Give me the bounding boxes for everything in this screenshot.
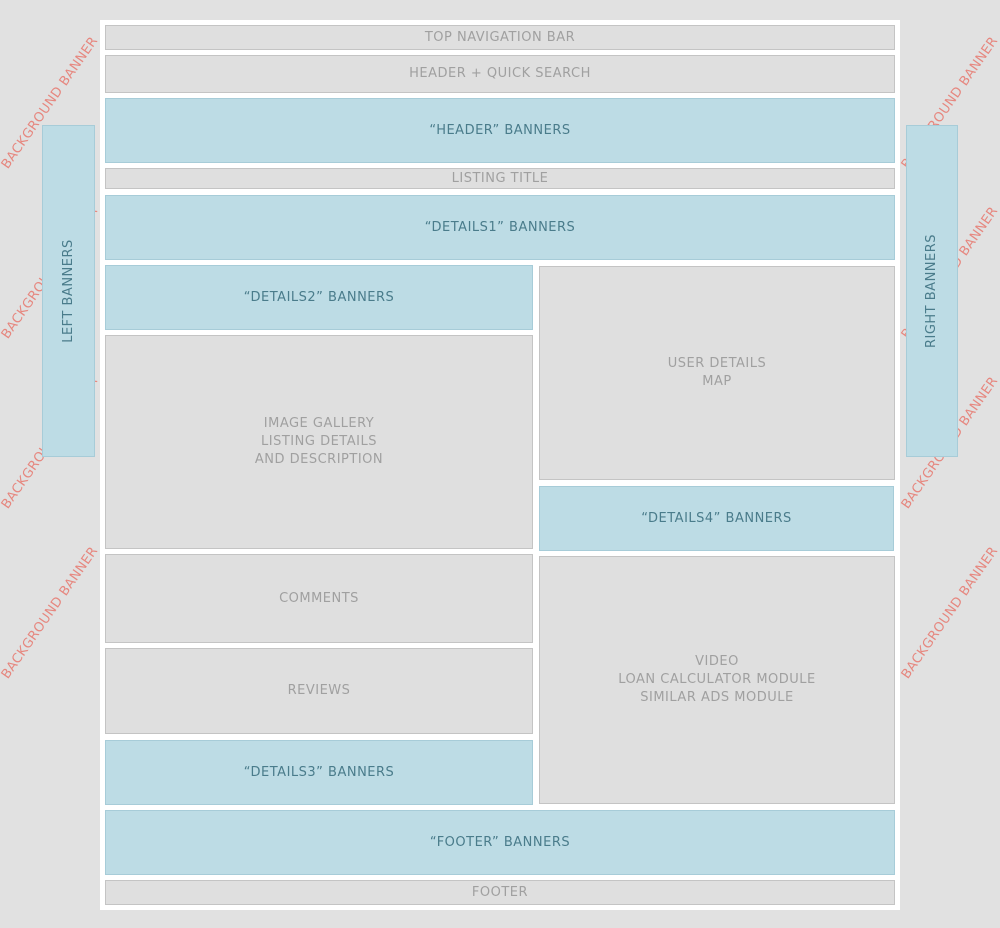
details3-banners-label: “DETAILS3” BANNERS [243,764,395,780]
details4-banners-label: “DETAILS4” BANNERS [641,510,792,526]
right-banners: RIGHT BANNERS [906,125,958,457]
gallery-line: AND DESCRIPTION [254,452,384,467]
header-quick-search: HEADER + QUICK SEARCH [105,55,895,93]
details1-banners: “DETAILS1” BANNERS [105,195,895,260]
video-module-line: VIDEO [695,654,739,669]
details1-banners-label: “DETAILS1” BANNERS [424,219,576,235]
reviews-block: REVIEWS [105,648,533,734]
background-banner-label: BACKGROUND BANNER [898,544,1000,682]
footer-banners-label: “FOOTER” BANNERS [429,834,571,850]
gallery-line: LISTING DETAILS [261,434,377,449]
footer-label: FOOTER [471,884,529,900]
top-navigation-bar: TOP NAVIGATION BAR [105,25,895,50]
header-quick-search-label: HEADER + QUICK SEARCH [409,66,591,81]
reviews-label: REVIEWS [287,683,351,698]
details2-banners-label: “DETAILS2” BANNERS [243,289,395,305]
video-module-block: VIDEO LOAN CALCULATOR MODULE SIMILAR ADS… [539,556,895,804]
header-banners: “HEADER” BANNERS [105,98,895,163]
details2-banners: “DETAILS2” BANNERS [105,265,533,330]
footer-banners: “FOOTER” BANNERS [105,810,895,875]
header-banners-label: “HEADER” BANNERS [429,122,571,138]
gallery-line: IMAGE GALLERY [263,416,375,431]
listing-title: LISTING TITLE [105,168,895,189]
details4-banners: “DETAILS4” BANNERS [539,486,894,551]
left-banners: LEFT BANNERS [42,125,95,457]
video-module-line: SIMILAR ADS MODULE [640,690,794,705]
right-banners-label: RIGHT BANNERS [924,233,939,349]
background-banner-label: BACKGROUND BANNER [0,544,102,682]
user-details-line: MAP [702,374,732,389]
left-banners-label: LEFT BANNERS [60,239,76,343]
image-gallery-block: IMAGE GALLERY LISTING DETAILS AND DESCRI… [105,335,533,549]
user-details-block: USER DETAILS MAP [539,266,895,480]
top-navigation-bar-label: TOP NAVIGATION BAR [424,29,576,45]
user-details-line: USER DETAILS [667,356,767,371]
comments-label: COMMENTS [279,590,359,606]
listing-title-label: LISTING TITLE [451,170,549,186]
comments-block: COMMENTS [105,554,533,643]
footer: FOOTER [105,880,895,905]
video-module-line: LOAN CALCULATOR MODULE [618,672,816,687]
details3-banners: “DETAILS3” BANNERS [105,740,533,805]
